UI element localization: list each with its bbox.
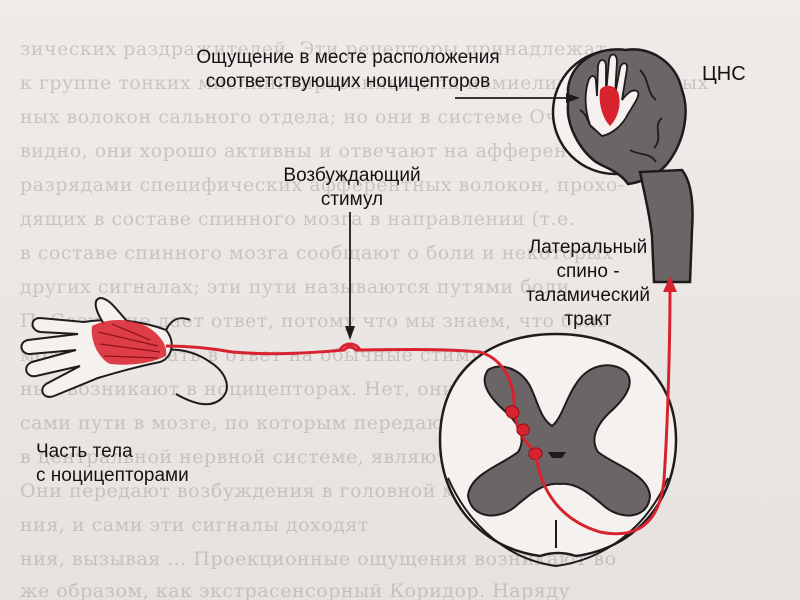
- label-stimulus-line2: стимул: [320, 189, 384, 210]
- spinothalamic-tract: [534, 287, 672, 536]
- label-body-part: Часть тела с ноцицепторами: [36, 440, 189, 488]
- forearm-outline: [159, 348, 228, 406]
- palm-line: [165, 317, 191, 331]
- spinal-cord-front-edge: [447, 477, 669, 568]
- label-stimulus-line1: Возбуждающий: [283, 165, 421, 186]
- thumb-outline: [94, 296, 129, 325]
- nociceptor-fibers: [97, 323, 161, 359]
- synapse-neuron: [505, 405, 543, 461]
- body-part-arm: [20, 296, 228, 406]
- label-tract-line1: Латеральный: [528, 237, 648, 258]
- nociceptor-red-area: [91, 320, 167, 365]
- pain-pathway: [165, 276, 677, 536]
- pathway-arrowhead: [663, 276, 677, 292]
- homunculus-hand-red-area: [599, 85, 620, 126]
- label-sensation: Ощущение в месте расположения соответств…: [158, 46, 538, 94]
- central-canal: [548, 452, 566, 458]
- label-tract-line4: тракт: [564, 309, 612, 330]
- stimulus-pointer-head: [345, 326, 355, 340]
- label-body-line2: с ноцицепторами: [36, 465, 189, 486]
- label-sensation-line1: Ощущение в месте расположения: [196, 47, 500, 68]
- label-stimulus: Возбуждающий стимул: [262, 164, 442, 212]
- stimulus-bulge: [338, 342, 362, 351]
- afferent-nerve-fiber: [165, 344, 534, 450]
- label-cns: ЦНС: [702, 63, 746, 85]
- label-sensation-line2: соответствующих ноцицепторов: [205, 71, 491, 92]
- cns-brain-group: [551, 48, 694, 284]
- sensation-pointer-head: [566, 93, 580, 103]
- pointer-arrows: [345, 93, 580, 340]
- brain-gyri: [579, 69, 663, 163]
- spinal-cord-section: [438, 332, 678, 568]
- label-tract: Латеральный спино - таламический тракт: [488, 236, 688, 332]
- label-body-line1: Часть тела: [36, 441, 133, 462]
- label-tract-line2: спино -: [556, 261, 620, 282]
- label-tract-line3: таламический: [526, 285, 650, 306]
